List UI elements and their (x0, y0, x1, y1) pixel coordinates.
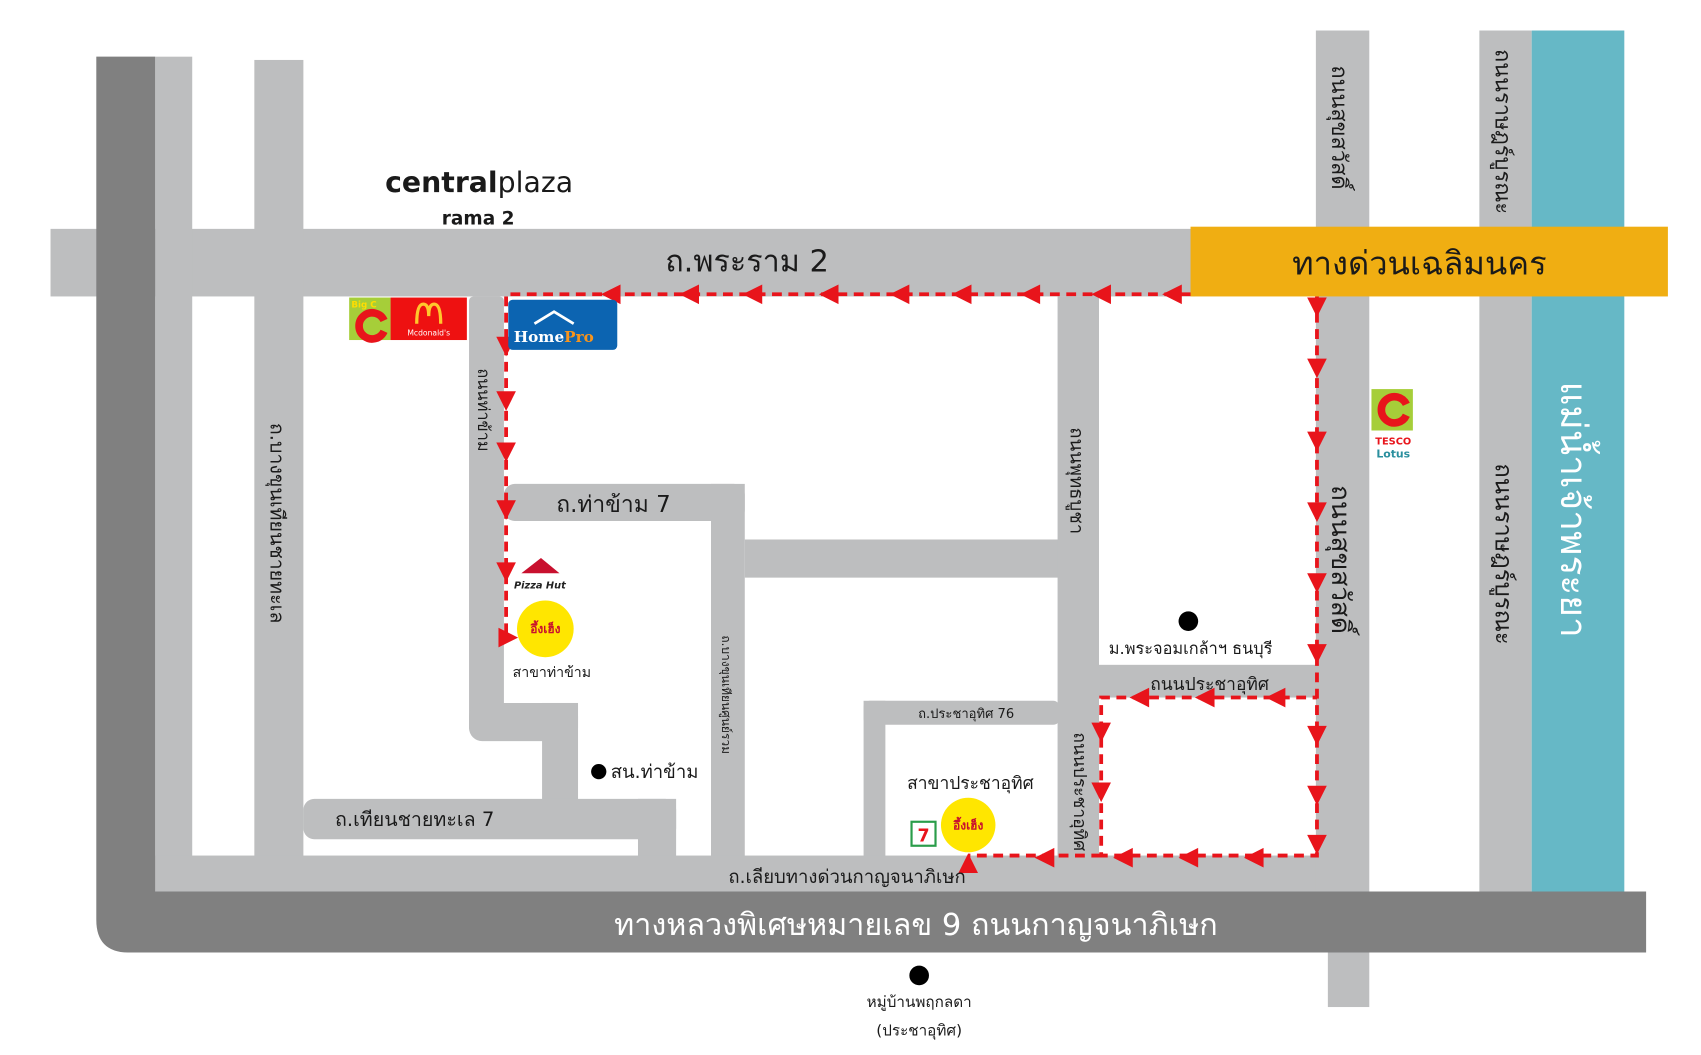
route-arrow-icon (1034, 847, 1055, 868)
label-prachauthit-v: ถนนประชาอุทิศ (1069, 732, 1089, 851)
kmutt-marker (1178, 611, 1199, 632)
svg-text:HomePro: HomePro (514, 328, 594, 346)
svg-text:Big C: Big C (351, 300, 376, 310)
label-expressway: ทางด่วนเฉลิมนคร (1292, 245, 1547, 283)
route-arrow-icon (496, 562, 516, 582)
route-arrow-icon (818, 284, 839, 305)
svg-text:rama 2: rama 2 (442, 209, 515, 230)
route-arrow-icon (1307, 297, 1327, 318)
route-arrow-icon (1091, 782, 1111, 803)
route-arrow-icon (1162, 284, 1182, 305)
label-ratburana-top: ถนนราษฎร์บูรณะ (1490, 49, 1515, 214)
svg-text:centralplaza: centralplaza (385, 166, 573, 199)
route-arrow-icon (958, 853, 979, 873)
svg-text:Lotus: Lotus (1376, 448, 1410, 461)
golden-arches-icon (415, 302, 443, 324)
route-arrow-icon (1265, 687, 1286, 708)
route-arrow-icon (1307, 573, 1327, 593)
tesco-lotus-bigc-logo: TESCO Lotus (1371, 389, 1413, 461)
label-suksawat-mid: ถนนสุขสวัสดิ์ (1325, 485, 1360, 636)
svg-text:อึ้งเฮ็ง: อึ้งเฮ็ง (953, 816, 983, 832)
route-arrow-icon (1307, 834, 1327, 855)
bigc-c-icon (355, 309, 388, 343)
label-prachauthit: ถนนประชาอุทิศ (1150, 675, 1269, 695)
seven-eleven-logo: 7 (910, 820, 937, 847)
label-village-sub: (ประชาอุทิศ) (876, 1021, 962, 1040)
pizzahut-logo: Pizza Hut (514, 558, 566, 592)
police-marker (591, 764, 607, 780)
route-arrow-icon (1307, 358, 1327, 379)
svg-text:Mcdonald's: Mcdonald's (407, 329, 450, 338)
label-branch-prachauthit: สาขาประชาอุทิศ (907, 774, 1034, 794)
mcdonalds-logo: Mcdonald's (390, 297, 467, 341)
label-suksawat-top: ถนนสุขสวัสดิ์ (1326, 65, 1355, 191)
homepro-logo: HomePro (508, 299, 618, 350)
branch-logo-thakham: อึ้งเฮ็ง (516, 600, 574, 658)
route-arrow-icon (951, 284, 972, 305)
route-arrow-icon (600, 284, 621, 305)
route-arrow-icon (496, 391, 516, 411)
river (1531, 30, 1625, 894)
label-phutthabucha: ถนนพุทธบูชา (1065, 427, 1087, 534)
label-frontage: ถ.เลียบทางด่วนกาญจนาภิเษก (728, 867, 965, 888)
bigc-logo: Big C (349, 297, 391, 343)
route-arrow-icon (1307, 644, 1327, 664)
label-thianchaythale7: ถ.เทียนชายทะเล 7 (335, 808, 494, 831)
roads (50, 30, 1532, 1008)
route-arrow-icon (1020, 284, 1041, 305)
label-kmutt: ม.พระจอมเกล้าฯ ธนบุรี (1109, 639, 1273, 659)
route-arrow-icon (496, 442, 516, 463)
route-arrow-icon (1307, 785, 1327, 806)
svg-text:อึ้งเฮ็ง: อึ้งเฮ็ง (530, 620, 560, 636)
label-police: สน.ท่าข้าม (611, 762, 699, 783)
directions-route (496, 284, 1327, 873)
expressway (1190, 226, 1668, 297)
label-prachauthit76: ถ.ประชาอุทิศ 76 (918, 707, 1014, 722)
route-arrow-icon (1113, 847, 1133, 868)
route-arrow-icon (1307, 502, 1327, 523)
central-plaza-logo: centralplaza rama 2 (385, 166, 573, 230)
label-rama2: ถ.พระราม 2 (665, 244, 829, 279)
route-arrow-icon (498, 627, 519, 648)
route-arrow-icon (1194, 687, 1215, 708)
route-arrow-icon (1091, 722, 1111, 743)
label-ratburana-mid: ถนนราษฎร์บูรณะ (1489, 463, 1518, 645)
route-arrow-icon (1178, 847, 1199, 868)
label-river: แม่น้ำเจ้าพระยา (1552, 381, 1601, 637)
route-arrow-icon (889, 284, 910, 305)
svg-text:7: 7 (917, 826, 929, 846)
svg-text:TESCO: TESCO (1375, 437, 1411, 448)
route-arrow-icon (1307, 431, 1327, 452)
bigc-c-icon (1377, 392, 1410, 427)
label-bangkhunthian-soi: ถ.บางขุนเทียนศูนย์รวม (718, 635, 733, 754)
village-marker (909, 965, 929, 986)
label-highway9: ทางหลวงพิเศษหมายเลข 9 ถนนกาญจนาภิเษก (614, 908, 1218, 943)
label-thakham: ถนนท่าข้าม (474, 368, 493, 451)
label-bangkhunthian: ถ.บางขุนเทียนชายทะเล (265, 423, 289, 623)
label-thakham7: ถ.ท่าข้าม 7 (556, 492, 670, 518)
route-arrow-icon (1129, 687, 1150, 708)
svg-text:Pizza Hut: Pizza Hut (514, 581, 566, 592)
branch-logo-prachauthit: อึ้งเฮ็ง (940, 797, 996, 853)
route-arrow-icon (742, 284, 763, 305)
route-arrow-icon (496, 500, 516, 520)
label-branch-thakham: สาขาท่าข้าม (513, 665, 591, 681)
label-village: หมู่บ้านพฤกลดา (867, 993, 972, 1011)
route-arrow-icon (679, 284, 700, 305)
route-arrow-icon (1243, 847, 1264, 868)
route-arrow-icon (1307, 725, 1327, 746)
route-arrow-icon (1091, 284, 1111, 305)
